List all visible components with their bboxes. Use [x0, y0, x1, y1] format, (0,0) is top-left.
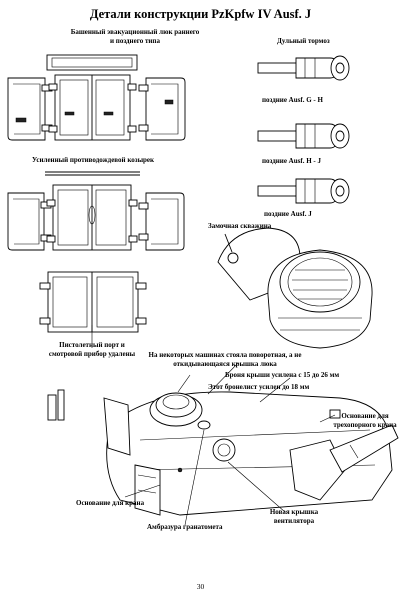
- label-escape-hatch: Башенный эвакуационный люк раннего и поз…: [70, 28, 200, 45]
- label-rotating-hatch: На некоторых машинах стояла поворотная, …: [148, 351, 302, 368]
- label-crane-base-right: Основание для трехопорного крана: [333, 412, 397, 429]
- muzzle-brake-drawing: [257, 55, 350, 204]
- rain-visor-drawing: [7, 171, 185, 251]
- page-title: Детали конструкции PzKpfw IV Ausf. J: [89, 7, 312, 21]
- pistol-port-drawing: [39, 271, 147, 348]
- label-keyhole: Замочная скважина: [208, 222, 272, 230]
- label-crane-base-left: Основание для крана: [76, 499, 145, 507]
- label-late-h-j: поздние Ausf. H - J: [262, 157, 321, 165]
- label-plate-armor: Этот бронелист усилен до 18 мм: [208, 383, 310, 391]
- label-rain-visor: Усиленный противодождевой козырек: [32, 156, 155, 164]
- label-fan-cover: Новая крышка вентилятора: [269, 508, 319, 525]
- label-muzzle-brake: Дульный тормоз: [277, 37, 330, 45]
- label-late-j: поздние Ausf. J: [264, 210, 312, 218]
- label-grenade-port: Амбразура гранатомета: [147, 523, 223, 531]
- cupola-drawing: [217, 227, 373, 349]
- page-number: 30: [196, 582, 205, 591]
- turret-drawing: [47, 362, 399, 526]
- escape-hatch-drawing: [7, 54, 186, 141]
- label-pistol-port: Пистолетный порт и смотровой прибор удал…: [48, 341, 136, 358]
- label-late-g-h: поздние Ausf. G - H: [262, 96, 323, 104]
- label-roof-armor: Броня крыши усилена с 15 до 26 мм: [225, 371, 340, 379]
